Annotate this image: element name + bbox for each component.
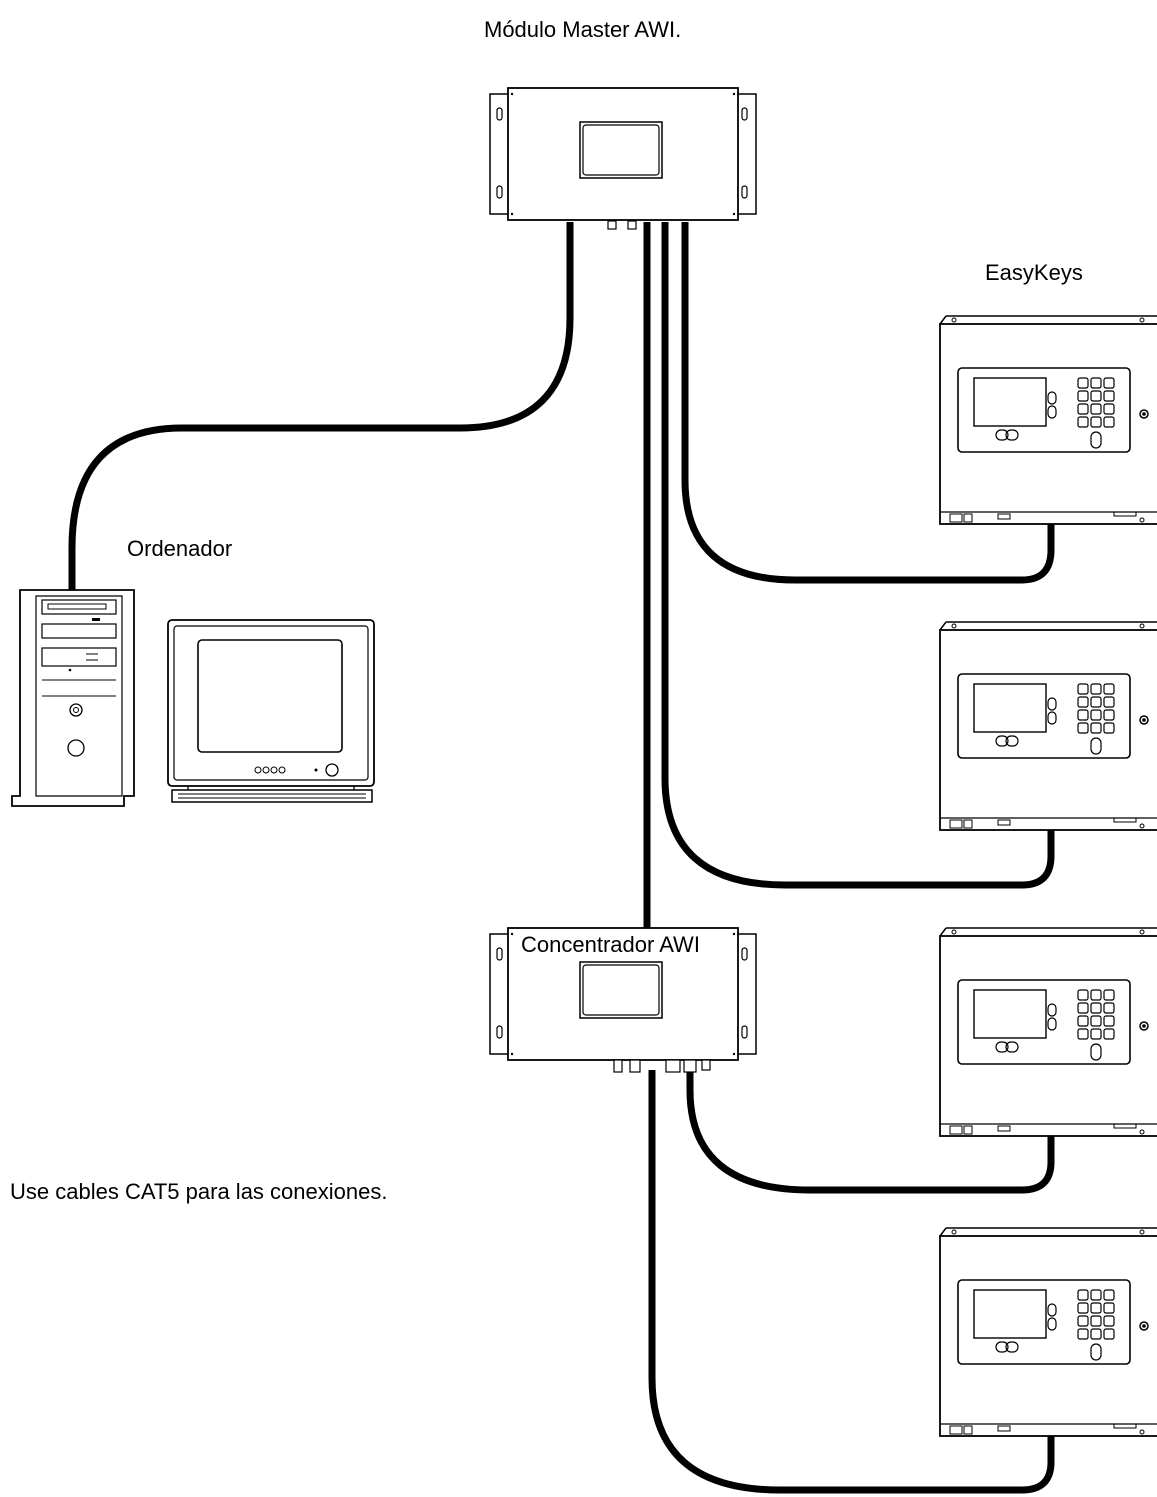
- cable-master-to-easykey-1: [681, 222, 1055, 584]
- easykey-cabinet-1: [939, 315, 1157, 525]
- pc-tower-icon: [11, 589, 135, 807]
- concentrator-label: Concentrador AWI: [521, 932, 700, 957]
- cables: [68, 222, 1055, 1494]
- monitor-icon: [167, 619, 375, 793]
- cable-master-to-computer: [68, 222, 574, 596]
- cable-master-to-easykey-2: [661, 222, 1055, 889]
- master-module-icon: [489, 87, 757, 230]
- cable-concentrator-to-easykey-3: [686, 1070, 1055, 1194]
- easykey-cabinet-2: [939, 621, 1157, 831]
- cable-concentrator-to-easykey-4: [648, 1070, 1055, 1494]
- cable-note: Use cables CAT5 para las conexiones.: [10, 1179, 388, 1204]
- keyboard-icon: [171, 789, 373, 803]
- easykey-cabinet-4: [939, 1227, 1157, 1437]
- easykey-cabinet-3: [939, 927, 1157, 1137]
- computer-label: Ordenador: [127, 536, 233, 561]
- master-module-label: Módulo Master AWI.: [484, 17, 682, 42]
- easykeys-label: EasyKeys: [985, 260, 1083, 285]
- concentrator-icon: [489, 927, 757, 1073]
